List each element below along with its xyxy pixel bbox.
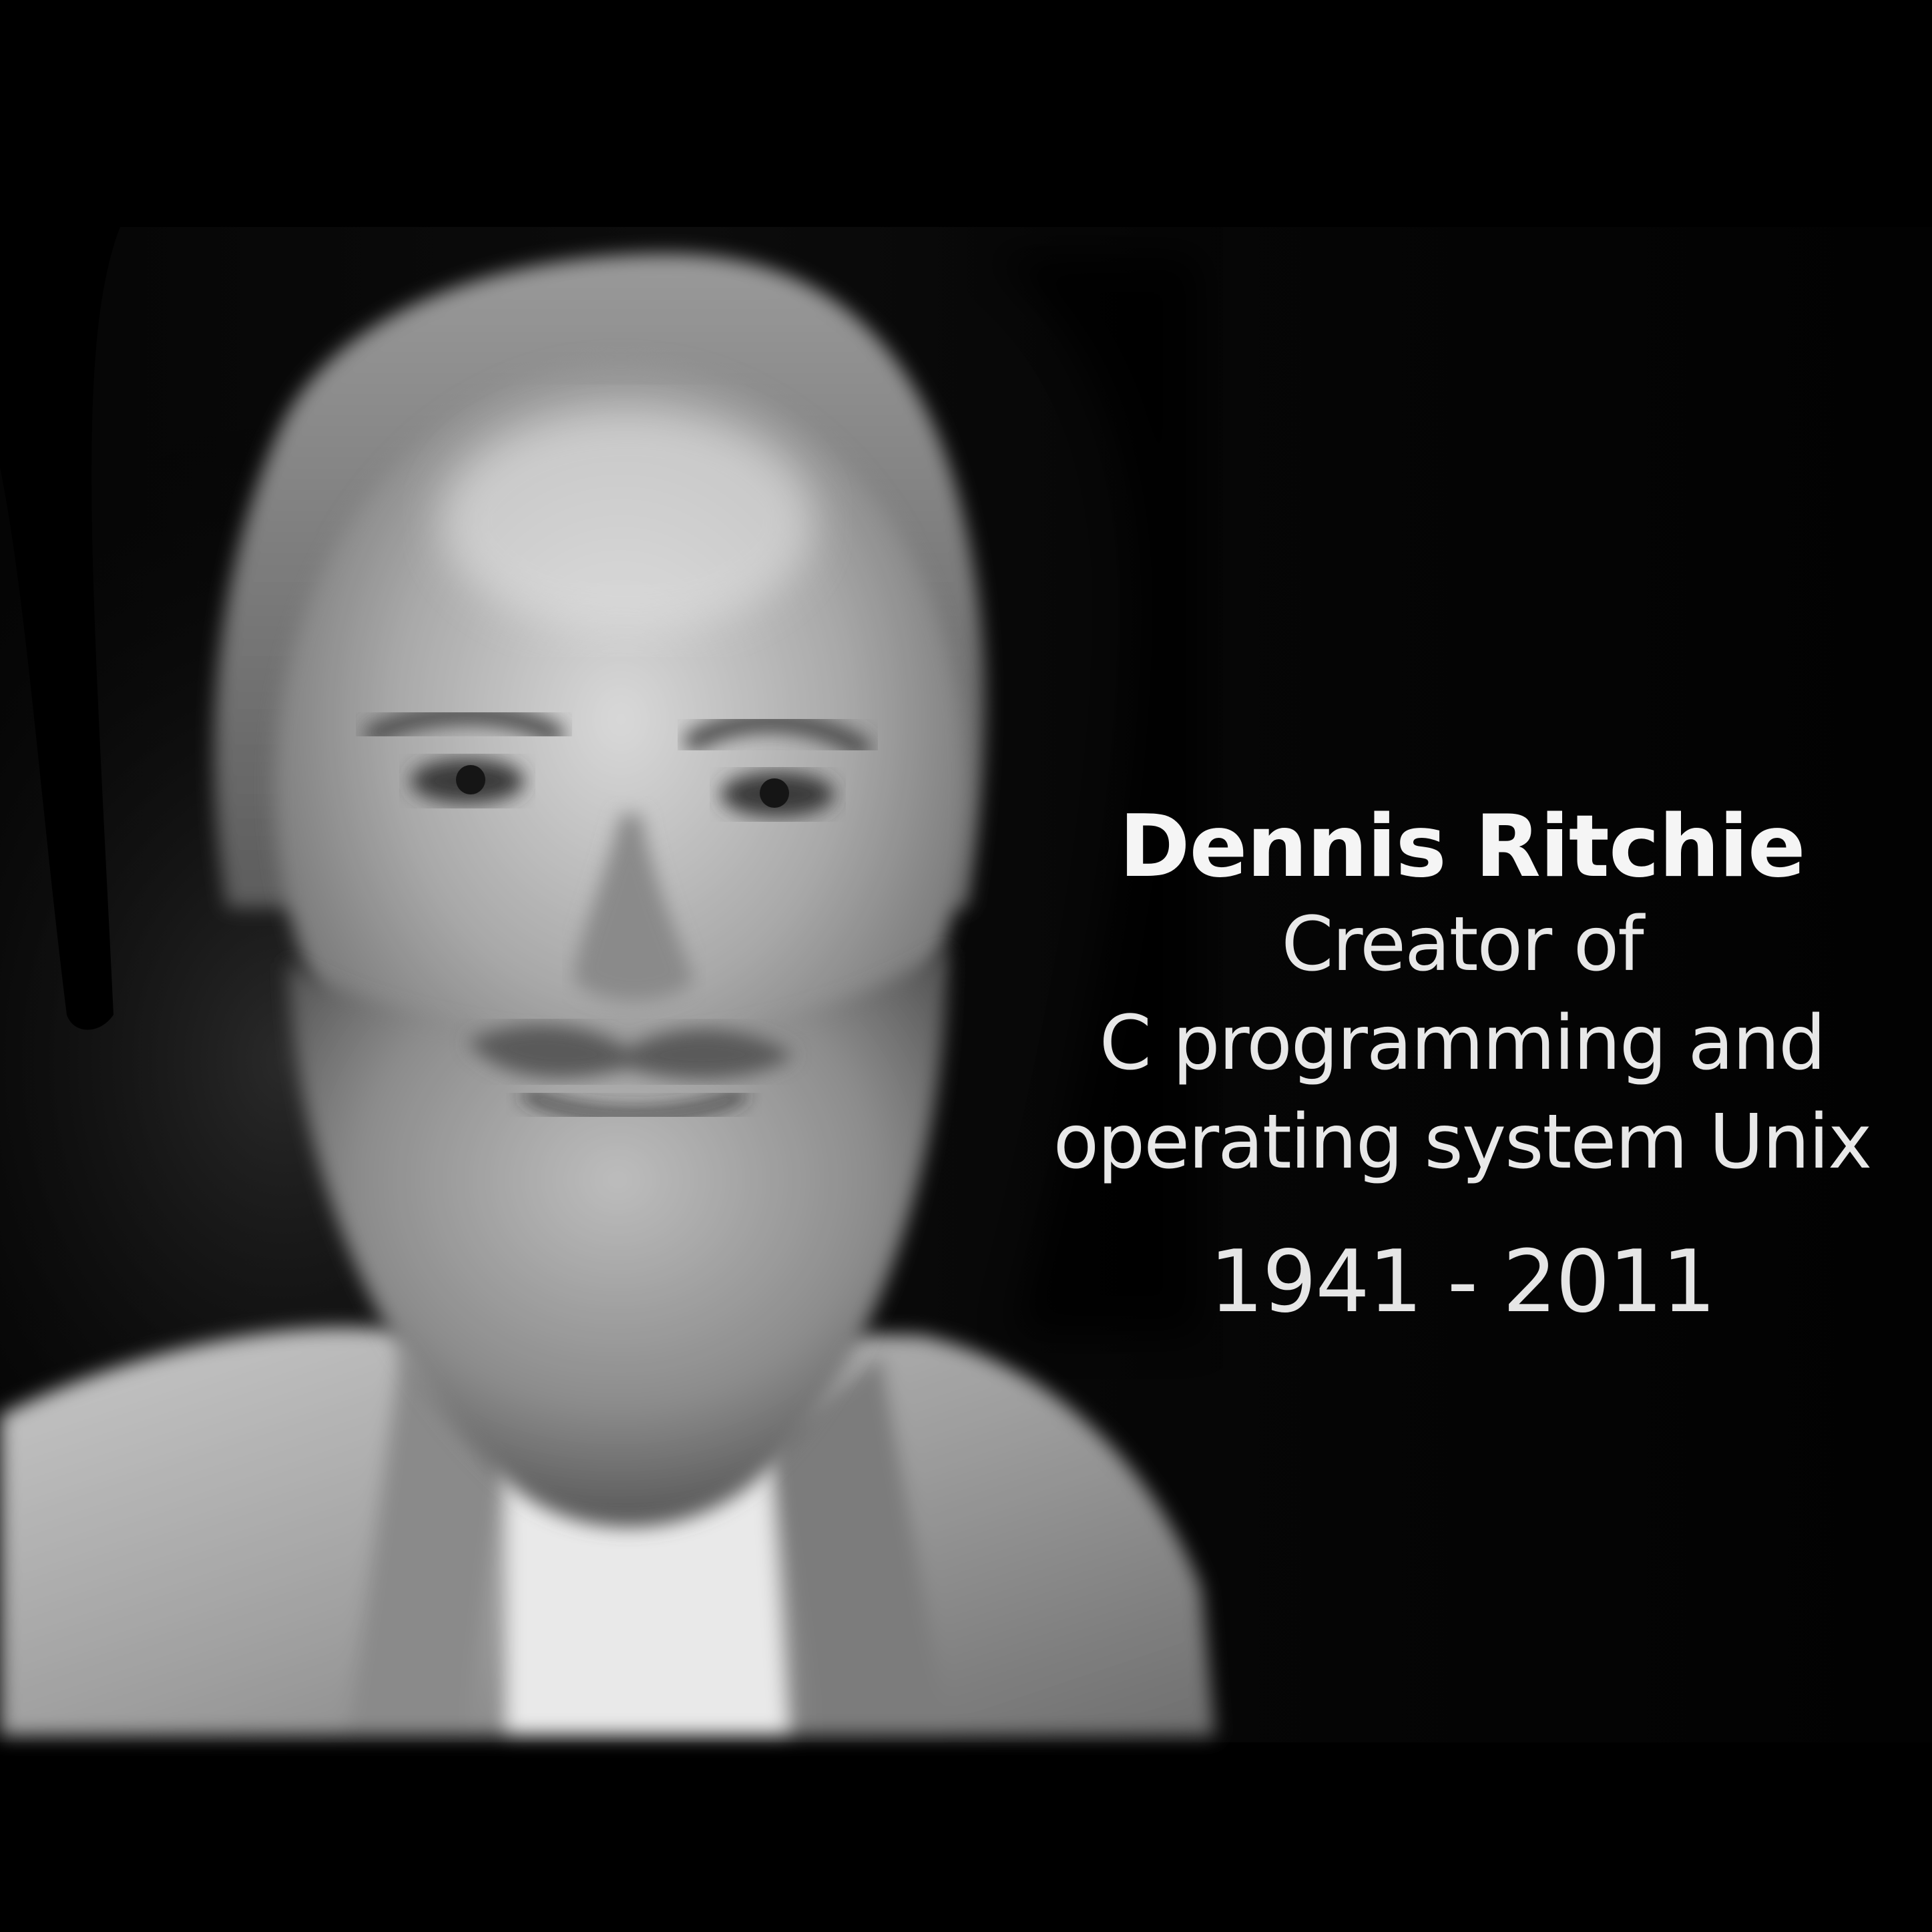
shirt xyxy=(0,1327,1215,1736)
role-line-2: C programming and xyxy=(1099,1000,1827,1088)
memorial-caption: Dennis Ritchie Creator of C programming … xyxy=(1028,798,1896,1333)
life-years: 1941 - 2011 xyxy=(1209,1232,1716,1332)
person-name: Dennis Ritchie xyxy=(1119,797,1805,897)
role-line-3: operating system Unix xyxy=(1053,1098,1873,1186)
role-line-1: Creator of xyxy=(1281,901,1644,989)
